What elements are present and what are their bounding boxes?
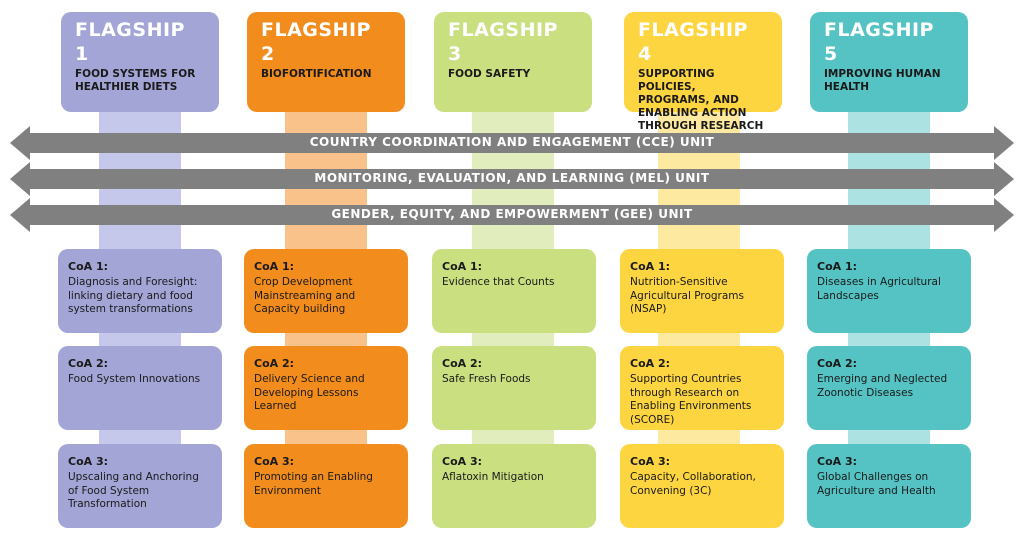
coa-text: Aflatoxin Mitigation bbox=[442, 471, 544, 483]
flagship-2-header: FLAGSHIP 2 BIOFORTIFICATION bbox=[247, 12, 405, 112]
mel-unit-label: MONITORING, EVALUATION, AND LEARNING (ME… bbox=[314, 171, 710, 185]
coa-text: Diseases in Agricultural Landscapes bbox=[817, 276, 941, 302]
coa-label: CoA 2: bbox=[68, 357, 109, 370]
flagship-1-title: FLAGSHIP 1 bbox=[75, 19, 185, 65]
flagship-2-title: FLAGSHIP 2 bbox=[261, 19, 371, 65]
coa-label: CoA 3: bbox=[630, 455, 671, 468]
coa-text: Supporting Countries through Research on… bbox=[630, 373, 752, 426]
coa-text: Capacity, Collaboration, Convening (3C) bbox=[630, 471, 756, 497]
flagship-4-coa-1: CoA 1: Nutrition-Sensitive Agricultural … bbox=[620, 249, 784, 333]
flagship-3-coa-2: CoA 2: Safe Fresh Foods bbox=[432, 346, 596, 430]
flagship-3-header: FLAGSHIP 3 FOOD SAFETY bbox=[434, 12, 592, 112]
flagship-2-subtitle: BIOFORTIFICATION bbox=[261, 68, 372, 80]
flagship-5-coa-2: CoA 2: Emerging and Neglected Zoonotic D… bbox=[807, 346, 971, 430]
flagship-3-title: FLAGSHIP 3 bbox=[448, 19, 558, 65]
coa-text: Diagnosis and Foresight: linking dietary… bbox=[68, 276, 198, 315]
coa-label: CoA 1: bbox=[442, 260, 483, 273]
flagship-3-subtitle: FOOD SAFETY bbox=[448, 68, 531, 80]
coa-text: Nutrition-Sensitive Agricultural Program… bbox=[630, 276, 744, 315]
coa-text: Promoting an Enabling Environment bbox=[254, 471, 373, 497]
flagship-2-coa-3: CoA 3: Promoting an Enabling Environment bbox=[244, 444, 408, 528]
flagship-4-title: FLAGSHIP 4 bbox=[638, 19, 748, 65]
flagship-2-coa-2: CoA 2: Delivery Science and Developing L… bbox=[244, 346, 408, 430]
flagship-5-coa-3: CoA 3: Global Challenges on Agriculture … bbox=[807, 444, 971, 528]
coa-text: Upscaling and Anchoring of Food System T… bbox=[68, 471, 199, 510]
coa-text: Crop Development Mainstreaming and Capac… bbox=[254, 276, 356, 315]
flagship-4-coa-2: CoA 2: Supporting Countries through Rese… bbox=[620, 346, 784, 430]
coa-label: CoA 3: bbox=[254, 455, 295, 468]
coa-label: CoA 2: bbox=[442, 357, 483, 370]
flagship-3-coa-1: CoA 1: Evidence that Counts bbox=[432, 249, 596, 333]
coa-text: Emerging and Neglected Zoonotic Diseases bbox=[817, 373, 948, 399]
coa-label: CoA 2: bbox=[817, 357, 858, 370]
coa-text: Safe Fresh Foods bbox=[442, 373, 531, 385]
coa-label: CoA 1: bbox=[630, 260, 671, 273]
gee-unit-label: GENDER, EQUITY, AND EMPOWERMENT (GEE) UN… bbox=[331, 207, 693, 221]
flagship-1-coa-3: CoA 3: Upscaling and Anchoring of Food S… bbox=[58, 444, 222, 528]
flagship-4-header: FLAGSHIP 4 SUPPORTING POLICIES, PROGRAMS… bbox=[624, 12, 782, 132]
coa-label: CoA 1: bbox=[68, 260, 109, 273]
cce-unit-label: COUNTRY COORDINATION AND ENGAGEMENT (CCE… bbox=[309, 135, 715, 149]
flagship-5-title: FLAGSHIP 5 bbox=[824, 19, 934, 65]
coa-text: Global Challenges on Agriculture and Hea… bbox=[817, 471, 936, 497]
flagship-3-coa-3: CoA 3: Aflatoxin Mitigation bbox=[432, 444, 596, 528]
gee-unit-arrow bbox=[10, 198, 1014, 232]
coa-label: CoA 1: bbox=[254, 260, 295, 273]
flagship-2-coa-1: CoA 1: Crop Development Mainstreaming an… bbox=[244, 249, 408, 333]
flagship-1-subtitle: FOOD SYSTEMS FOR HEALTHIER DIETS bbox=[75, 68, 196, 93]
coa-label: CoA 3: bbox=[817, 455, 858, 468]
coa-label: CoA 2: bbox=[630, 357, 671, 370]
coa-label: CoA 3: bbox=[442, 455, 483, 468]
coa-text: Food System Innovations bbox=[68, 373, 201, 385]
coa-text: Delivery Science and Developing Lessons … bbox=[254, 373, 365, 412]
flagship-5-subtitle: IMPROVING HUMAN HEALTH bbox=[824, 68, 941, 93]
coa-text: Evidence that Counts bbox=[442, 276, 555, 288]
cce-unit-arrow bbox=[10, 126, 1014, 160]
flagship-5-header: FLAGSHIP 5 IMPROVING HUMAN HEALTH bbox=[810, 12, 968, 112]
flagship-4-coa-3: CoA 3: Capacity, Collaboration, Convenin… bbox=[620, 444, 784, 528]
flagship-5-coa-1: CoA 1: Diseases in Agricultural Landscap… bbox=[807, 249, 971, 333]
coa-label: CoA 1: bbox=[817, 260, 858, 273]
coa-label: CoA 2: bbox=[254, 357, 295, 370]
flagship-1-coa-1: CoA 1: Diagnosis and Foresight: linking … bbox=[58, 249, 222, 333]
coa-label: CoA 3: bbox=[68, 455, 109, 468]
mel-unit-arrow bbox=[10, 162, 1014, 196]
flagship-4-subtitle: SUPPORTING POLICIES, PROGRAMS, AND ENABL… bbox=[638, 68, 764, 132]
flagship-1-header: FLAGSHIP 1 FOOD SYSTEMS FOR HEALTHIER DI… bbox=[61, 12, 219, 112]
flagship-1-coa-2: CoA 2: Food System Innovations bbox=[58, 346, 222, 430]
